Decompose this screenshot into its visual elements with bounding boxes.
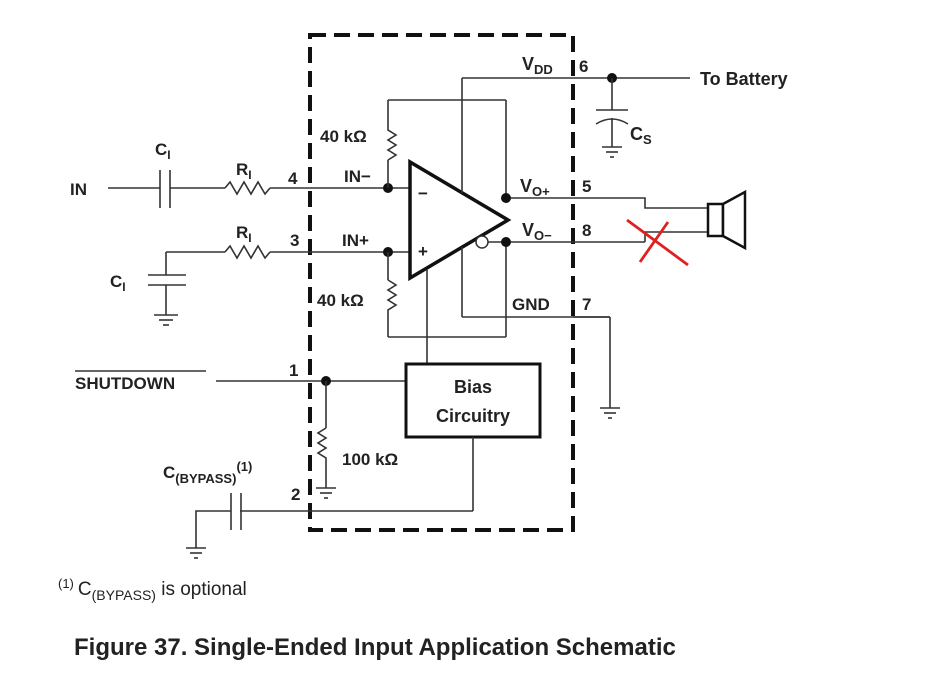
ci-label-bottom: CI xyxy=(110,272,126,294)
figure-caption: Figure 37. Single-Ended Input Applicatio… xyxy=(74,634,676,661)
r-feedback-bottom-label: 40 kΩ xyxy=(317,291,364,310)
footnote: (1)C(BYPASS) is optional xyxy=(58,576,247,603)
pin-4: 4 xyxy=(288,169,298,188)
bias-circuitry-block xyxy=(404,362,542,439)
cs-label: CS xyxy=(630,124,652,147)
in-minus-label: IN− xyxy=(344,167,371,186)
ground-icon xyxy=(600,407,620,419)
pin-3: 3 xyxy=(290,231,299,250)
red-cross-mark xyxy=(626,218,689,267)
ground-icon xyxy=(186,547,206,559)
pin-1: 1 xyxy=(289,361,298,380)
pin-7: 7 xyxy=(582,295,591,314)
ri-label-bottom: RI xyxy=(236,223,252,245)
opamp-plus-sign: + xyxy=(418,242,428,261)
in-plus-label: IN+ xyxy=(342,231,369,250)
bypass-capacitor xyxy=(230,493,242,530)
ground-icon xyxy=(602,146,622,158)
ground-icon xyxy=(154,314,178,326)
input-capacitor-ci-bottom xyxy=(148,274,186,286)
vo-plus-label: VO+ xyxy=(520,176,550,199)
vdd-label: VDD xyxy=(522,54,553,77)
input-capacitor-ci xyxy=(159,170,171,208)
node-vo-minus xyxy=(501,237,511,247)
ic-boundary xyxy=(308,33,575,532)
inverted-output-bubble xyxy=(475,235,489,249)
feedback-resistor-bottom xyxy=(386,279,398,337)
input-resistor-ri-top xyxy=(224,180,271,196)
bias-label-line1: Bias xyxy=(454,377,492,397)
pin-2: 2 xyxy=(291,485,300,504)
shutdown-resistor xyxy=(316,427,328,488)
feedback-resistor-top xyxy=(386,100,398,161)
pin-5: 5 xyxy=(582,177,591,196)
to-battery-label: To Battery xyxy=(700,69,788,89)
vo-minus-label: VO− xyxy=(522,220,552,243)
speaker-icon xyxy=(706,189,747,251)
input-resistor-ri-bottom xyxy=(224,244,271,260)
ground-icon xyxy=(316,487,336,499)
shutdown-label: SHUTDOWN xyxy=(75,374,175,393)
opamp-minus-sign: − xyxy=(418,184,428,203)
r-shutdown-label: 100 kΩ xyxy=(342,450,398,469)
ci-label-top: CI xyxy=(155,140,171,162)
r-feedback-top-label: 40 kΩ xyxy=(320,127,367,146)
gnd-label: GND xyxy=(512,295,550,314)
bias-label-line2: Circuitry xyxy=(436,406,510,426)
pin-6: 6 xyxy=(579,57,588,76)
pin-8: 8 xyxy=(582,221,591,240)
in-label: IN xyxy=(70,180,87,199)
cbypass-label: C(BYPASS)(1) xyxy=(163,459,252,486)
node-vo-plus xyxy=(501,193,511,203)
ri-label-top: RI xyxy=(236,160,252,182)
opamp-triangle xyxy=(408,158,512,282)
